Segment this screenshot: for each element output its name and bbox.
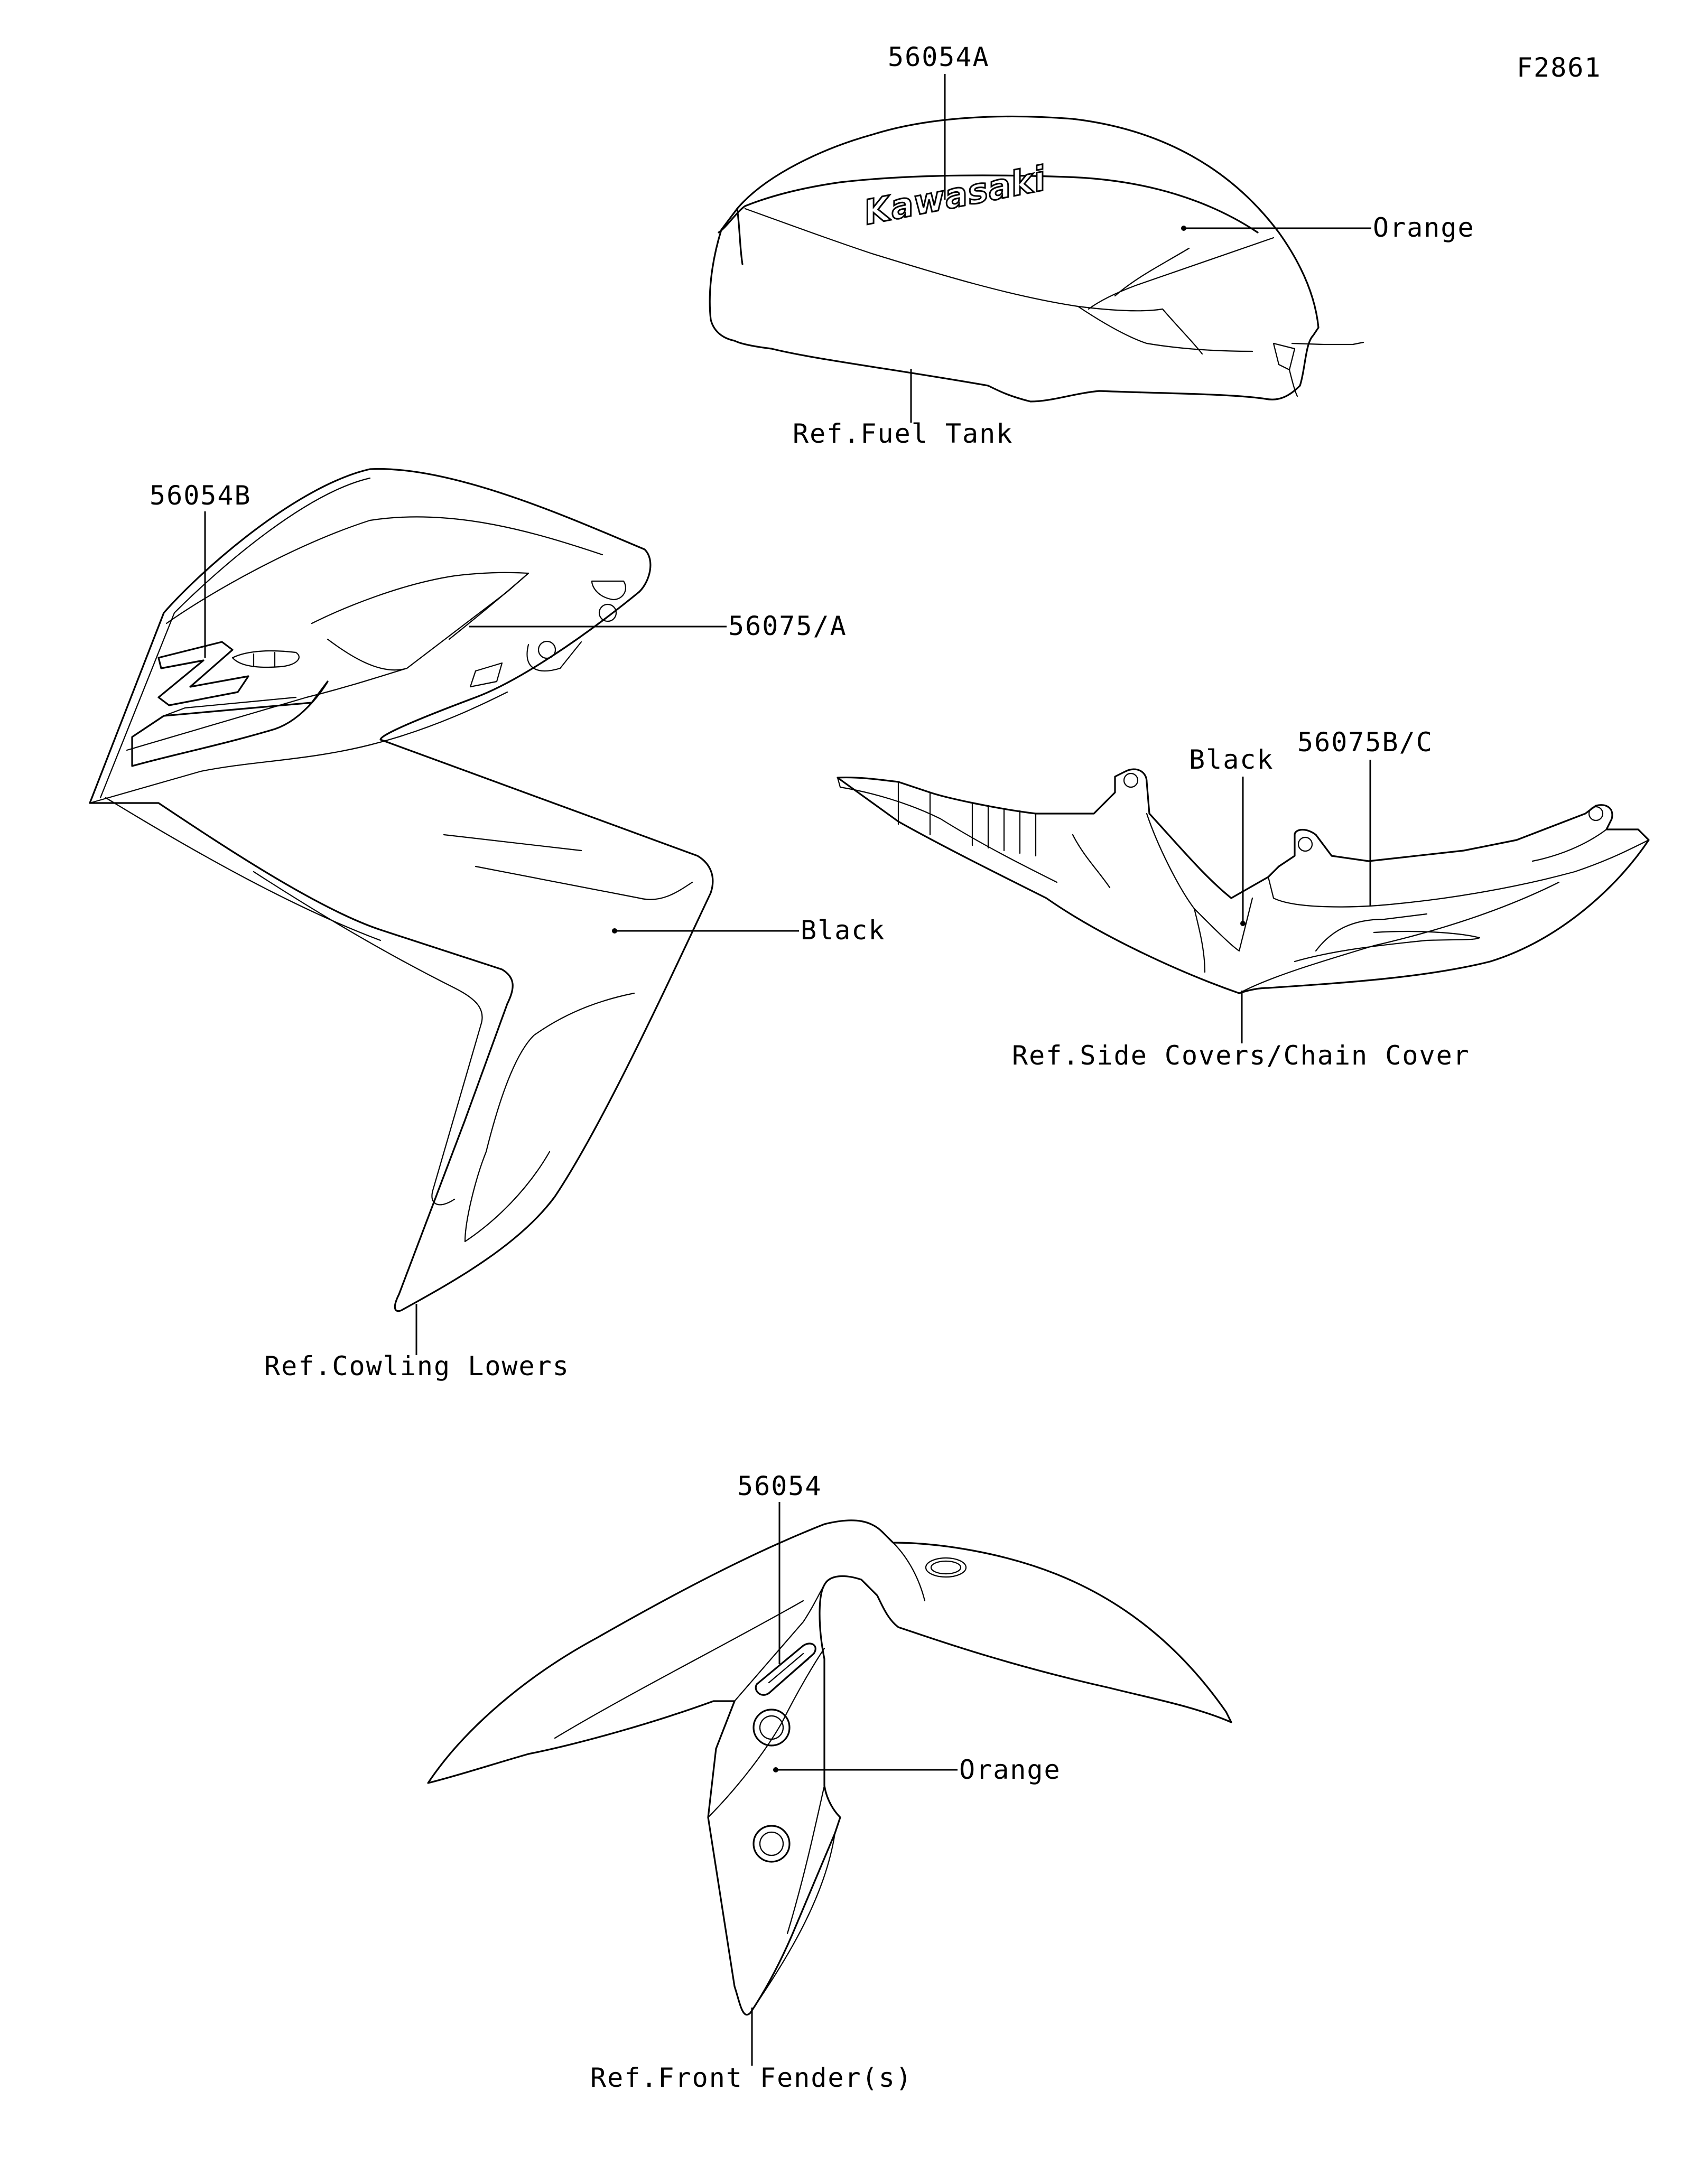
fender-emblem xyxy=(755,1642,816,1696)
side-covers-color-point xyxy=(1240,921,1246,926)
cowling-color-label: Black xyxy=(801,915,886,946)
fender-bolt-lower xyxy=(752,1825,791,1863)
cowling-stripe-part-number: 56075/A xyxy=(728,611,847,641)
cowling-ref-label: Ref.Cowling Lowers xyxy=(264,1351,570,1382)
figure-code: F2861 xyxy=(1517,52,1602,83)
fender-part-number: 56054 xyxy=(737,1471,822,1501)
z900-emblem xyxy=(157,641,249,706)
fender-bolt-upper xyxy=(752,1709,791,1747)
kawasaki-logo: Kawasaki xyxy=(861,159,1049,232)
front-fender-drawing xyxy=(427,1519,1232,2016)
side-covers-ref-label: Ref.Side Covers/Chain Cover xyxy=(1012,1040,1470,1071)
fuel-tank-color-label: Orange xyxy=(1373,212,1475,243)
cowling-mount-hole-2 xyxy=(537,640,556,659)
cowling-emblem-part-number: 56054B xyxy=(150,480,252,511)
side-covers-drawing xyxy=(837,768,1650,994)
side-covers-color-label: Black xyxy=(1189,744,1274,775)
fuel-tank-drawing: Kawasaki xyxy=(709,115,1364,403)
cowling-mount-hole xyxy=(598,603,617,622)
fender-color-label: Orange xyxy=(959,1754,1061,1785)
fuel-tank-part-number: 56054A xyxy=(888,42,990,72)
cowling-drawing xyxy=(89,468,714,1312)
fuel-tank-ref-label: Ref.Fuel Tank xyxy=(793,418,1013,449)
side-covers-part-number: 56075B/C xyxy=(1297,727,1433,758)
fender-ref-label: Ref.Front Fender(s) xyxy=(590,2062,913,2093)
